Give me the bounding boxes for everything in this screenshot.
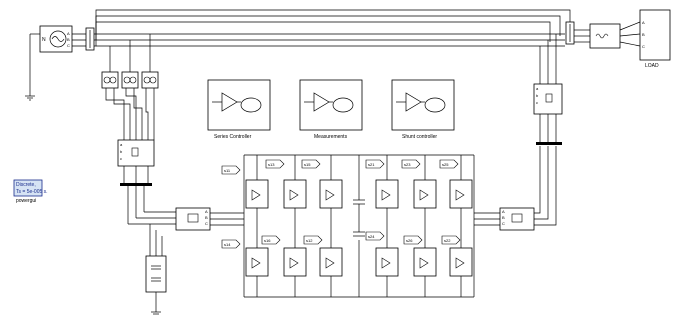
igbt-switch[interactable] <box>319 179 343 209</box>
svg-text:A: A <box>205 209 208 214</box>
svg-text:s14: s14 <box>224 242 231 247</box>
shunt-controller-block[interactable]: Shunt controller <box>391 79 455 140</box>
series-bus-bar <box>120 166 176 225</box>
gate-tag[interactable]: s23 <box>401 159 421 169</box>
series-inverter-filter[interactable]: A B C <box>175 207 211 231</box>
svg-text:s16: s16 <box>264 238 271 243</box>
source-pin-a: A <box>67 31 70 36</box>
igbt-switch[interactable] <box>283 179 307 209</box>
load-breaker[interactable] <box>565 21 575 45</box>
series-controller-label: Series Controller <box>214 134 252 140</box>
gate-tag[interactable]: s16 <box>261 235 281 245</box>
load-pin-b: B <box>642 32 645 37</box>
svg-text:C: C <box>205 221 208 226</box>
svg-text:s11: s11 <box>224 168 231 173</box>
svg-text:A: A <box>502 209 505 214</box>
gate-tag[interactable]: s22 <box>441 235 461 245</box>
igbt-switch[interactable] <box>245 179 269 209</box>
gate-tag[interactable]: s26 <box>403 235 423 245</box>
igbt-switch[interactable] <box>319 247 343 277</box>
svg-text:c: c <box>536 100 538 105</box>
svg-text:s26: s26 <box>406 238 413 243</box>
load-pin-c: C <box>642 44 645 49</box>
svg-text:a: a <box>536 86 539 91</box>
gate-tag[interactable]: s12 <box>303 235 323 245</box>
gate-tag[interactable]: s15 <box>301 159 321 169</box>
svg-text:B: B <box>205 215 208 220</box>
igbt-switch[interactable] <box>375 247 399 277</box>
svg-text:s12: s12 <box>306 238 313 243</box>
igbt-switch[interactable] <box>245 247 269 277</box>
series-inverter-switches <box>245 179 343 277</box>
svg-text:b: b <box>536 93 539 98</box>
igbt-switch[interactable] <box>283 247 307 277</box>
load-block[interactable]: A B C LOAD <box>619 9 671 69</box>
igbt-switch[interactable] <box>413 179 437 209</box>
source-breaker[interactable] <box>85 27 95 51</box>
series-inverter-tags: s11 s13 s15 s14 s16 s12 <box>221 159 323 249</box>
three-phase-source[interactable]: N A B C <box>39 25 73 53</box>
shunt-inverter-switches <box>375 179 473 277</box>
shunt-inverter-tags: s21 s23 s25 s24 s26 s22 <box>365 159 461 245</box>
svg-text:s24: s24 <box>368 234 375 239</box>
shunt-branch-wires <box>534 114 562 226</box>
measurements-label: Measurements <box>314 134 348 140</box>
series-rlc-filter[interactable]: a b c <box>117 139 155 167</box>
svg-text:s23: s23 <box>404 162 411 167</box>
source-neutral-label: N <box>42 37 46 43</box>
gate-tag[interactable]: s24 <box>365 231 385 241</box>
svg-text:s25: s25 <box>442 162 449 167</box>
igbt-switch[interactable] <box>375 179 399 209</box>
svg-text:s15: s15 <box>304 162 311 167</box>
igbt-switch[interactable] <box>449 179 473 209</box>
gate-tag[interactable]: s11 <box>221 165 241 175</box>
shunt-controller-label: Shunt controller <box>402 134 437 140</box>
svg-text:s21: s21 <box>368 162 375 167</box>
gate-tag[interactable]: s14 <box>221 239 241 249</box>
svg-text:s13: s13 <box>268 162 275 167</box>
inverter-frame-wires <box>210 154 500 298</box>
source-pin-c: C <box>67 43 70 48</box>
switch-interconnect-wires <box>256 155 462 297</box>
svg-text:c: c <box>120 156 122 161</box>
load-rlc-block[interactable] <box>574 23 621 49</box>
gate-tag[interactable]: s13 <box>265 159 285 169</box>
load-label: LOAD <box>645 63 659 69</box>
shunt-measurement-block[interactable]: a b c <box>533 83 563 115</box>
svg-text:a: a <box>120 142 123 147</box>
svg-text:C: C <box>502 221 505 226</box>
passive-filter-block[interactable] <box>145 224 167 315</box>
series-transformers[interactable] <box>101 71 159 89</box>
powergui-mode: Discrete, <box>16 182 36 188</box>
source-pin-b: B <box>67 37 70 42</box>
shunt-inverter-filter[interactable]: A B C <box>499 207 535 231</box>
svg-text:B: B <box>502 215 505 220</box>
powergui-ts: Ts = 5e-005 s. <box>16 189 48 195</box>
svg-text:b: b <box>120 149 123 154</box>
series-controller-block[interactable]: Series Controller <box>207 79 271 140</box>
gate-tag[interactable]: s21 <box>365 159 385 169</box>
svg-text:s22: s22 <box>444 238 451 243</box>
ground-icon <box>25 92 35 101</box>
powergui-block[interactable]: Discrete, Ts = 5e-005 s. powergui <box>13 179 48 204</box>
gate-tag[interactable]: s25 <box>439 159 459 169</box>
igbt-switch[interactable] <box>449 247 473 277</box>
series-transformer-wires <box>105 88 155 140</box>
load-pin-a: A <box>642 20 645 25</box>
igbt-switch[interactable] <box>413 247 437 277</box>
measurements-block[interactable]: Measurements <box>299 79 363 140</box>
powergui-label: powergui <box>16 198 36 204</box>
